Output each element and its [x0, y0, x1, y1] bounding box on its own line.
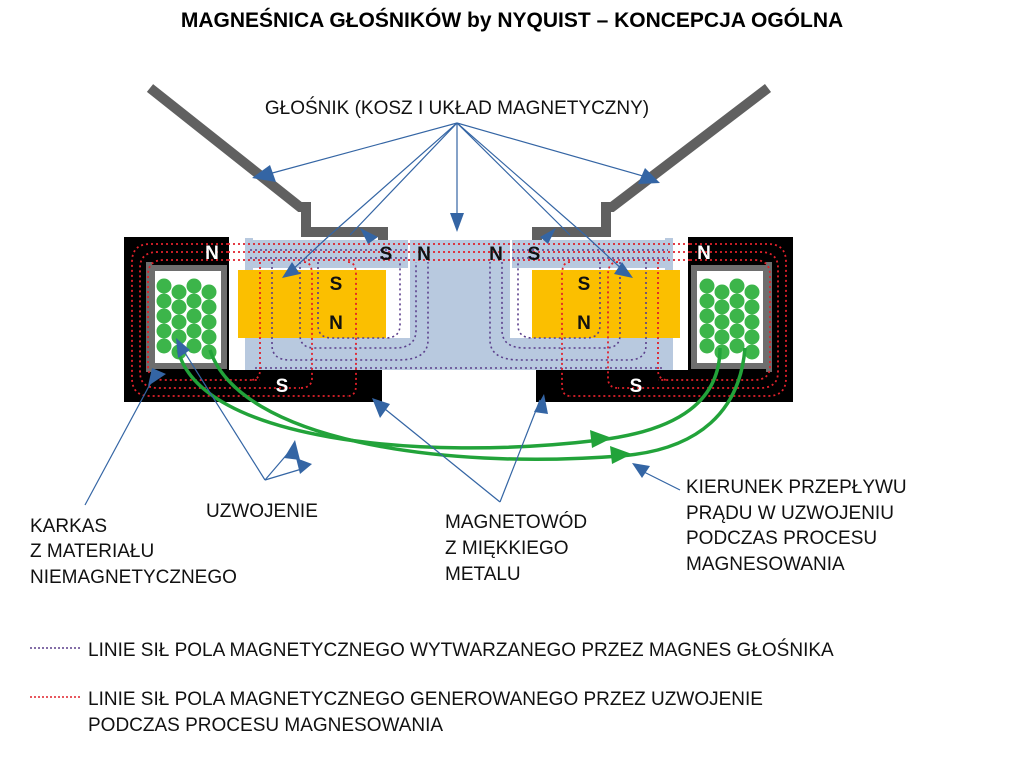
- legend: LINIE SIŁ POLA MAGNETYCZNEGO WYTWARZANEG…: [30, 639, 834, 736]
- svg-text:KIERUNEK PRZEPŁYWU: KIERUNEK PRZEPŁYWU: [686, 477, 907, 498]
- svg-text:MAGNETOWÓD: MAGNETOWÓD: [445, 511, 587, 533]
- winding-wire: [186, 293, 202, 309]
- speaker-label: GŁOŚNIK (KOSZ I UKŁAD MAGNETYCZNY): [265, 97, 649, 119]
- winding-wire: [714, 299, 730, 315]
- winding-wire: [186, 308, 202, 324]
- winding-wire: [714, 284, 730, 300]
- legend-magnetizer-text: LINIE SIŁ POLA MAGNETYCZNEGO GENEROWANEG…: [88, 689, 763, 710]
- svg-text:PODCZAS PROCESU: PODCZAS PROCESU: [686, 528, 877, 549]
- winding-wire: [171, 299, 187, 315]
- pole-center-left-n: N: [417, 244, 431, 265]
- speaker-basket-right: [532, 84, 772, 240]
- right-winding: [699, 278, 760, 360]
- winding-wire: [729, 338, 745, 354]
- winding-wire: [186, 323, 202, 339]
- pole-left-plate-s: S: [276, 376, 289, 397]
- winding-wire: [201, 314, 217, 330]
- pole-left-outer-n: N: [205, 243, 219, 264]
- current-arrowhead-2: [610, 446, 632, 464]
- winding-label: UZWOJENIE: [206, 501, 318, 522]
- pole-labels: N S S N S N N S S N N S: [205, 243, 711, 397]
- pole-right-magnet-s: S: [578, 274, 591, 295]
- speaker-basket-left: [146, 84, 388, 240]
- left-air-gap: [386, 268, 410, 338]
- winding-wire: [699, 293, 715, 309]
- current-direction-arrows: [176, 347, 747, 461]
- winding-wire: [156, 338, 172, 354]
- winding-wire: [201, 299, 217, 315]
- winding-wire: [171, 284, 187, 300]
- pointer-lines: [84, 122, 681, 506]
- winding-wire: [744, 314, 760, 330]
- pole-left-magnet-n: N: [329, 313, 343, 334]
- winding-wire: [156, 278, 172, 294]
- winding-wire: [156, 323, 172, 339]
- pole-center-right-n: N: [489, 244, 503, 265]
- page-title: MAGNEŚNICA GŁOŚNIKÓW by NYQUIST – KONCEP…: [181, 8, 843, 32]
- winding-wire: [729, 278, 745, 294]
- winding-wire: [699, 338, 715, 354]
- former-label: KARKAS Z MATERIAŁU NIEMAGNETYCZNEGO: [30, 516, 237, 588]
- current-direction-label: KIERUNEK PRZEPŁYWU PRĄDU W UZWOJENIU POD…: [686, 477, 907, 575]
- winding-wire: [201, 329, 217, 345]
- svg-text:PRĄDU W UZWOJENIU: PRĄDU W UZWOJENIU: [686, 503, 894, 524]
- winding-wire: [699, 278, 715, 294]
- legend-magnetizer-text-2: PODCZAS PROCESU MAGNESOWANIA: [88, 715, 443, 736]
- winding-wire: [729, 308, 745, 324]
- winding-wire: [744, 344, 760, 360]
- winding-wire: [744, 299, 760, 315]
- pole-right-magnet-n: N: [577, 313, 591, 334]
- pointer-arrowheads: [148, 165, 660, 478]
- winding-wire: [714, 314, 730, 330]
- svg-text:KARKAS: KARKAS: [30, 516, 107, 537]
- speaker-steel-structure: [245, 238, 673, 370]
- svg-text:MAGNESOWANIA: MAGNESOWANIA: [686, 554, 845, 575]
- winding-wire: [171, 314, 187, 330]
- speaker-field-lines: [250, 249, 668, 369]
- pole-right-plate-s: S: [630, 376, 643, 397]
- winding-wire: [201, 284, 217, 300]
- magnetizer-field-lines: [131, 243, 787, 397]
- winding-wire: [714, 329, 730, 345]
- winding-wire: [156, 293, 172, 309]
- winding-wire: [699, 308, 715, 324]
- right-air-gap: [510, 268, 532, 338]
- current-arrowhead-1: [590, 430, 612, 448]
- svg-text:Z MIĘKKIEGO: Z MIĘKKIEGO: [445, 538, 569, 559]
- winding-wire: [186, 338, 202, 354]
- winding-wire: [186, 278, 202, 294]
- legend-speaker-text: LINIE SIŁ POLA MAGNETYCZNEGO WYTWARZANEG…: [88, 639, 834, 661]
- winding-wire: [171, 329, 187, 345]
- svg-text:Z MATERIAŁU: Z MATERIAŁU: [30, 541, 154, 562]
- pole-left-magnet-s: S: [330, 274, 343, 295]
- yoke-label: MAGNETOWÓD Z MIĘKKIEGO METALU: [445, 511, 587, 585]
- winding-wire: [744, 284, 760, 300]
- winding-wire: [729, 323, 745, 339]
- pole-right-outer-n: N: [697, 243, 711, 264]
- svg-text:METALU: METALU: [445, 564, 521, 585]
- winding-wire: [714, 344, 730, 360]
- left-winding: [156, 278, 217, 360]
- svg-text:NIEMAGNETYCZNEGO: NIEMAGNETYCZNEGO: [30, 567, 237, 588]
- winding-wire: [729, 293, 745, 309]
- right-magnet: [532, 270, 680, 338]
- pole-gap-right-s: S: [528, 244, 541, 265]
- winding-wire: [744, 329, 760, 345]
- pole-gap-left-s: S: [380, 244, 393, 265]
- winding-wire: [699, 323, 715, 339]
- winding-wire: [156, 308, 172, 324]
